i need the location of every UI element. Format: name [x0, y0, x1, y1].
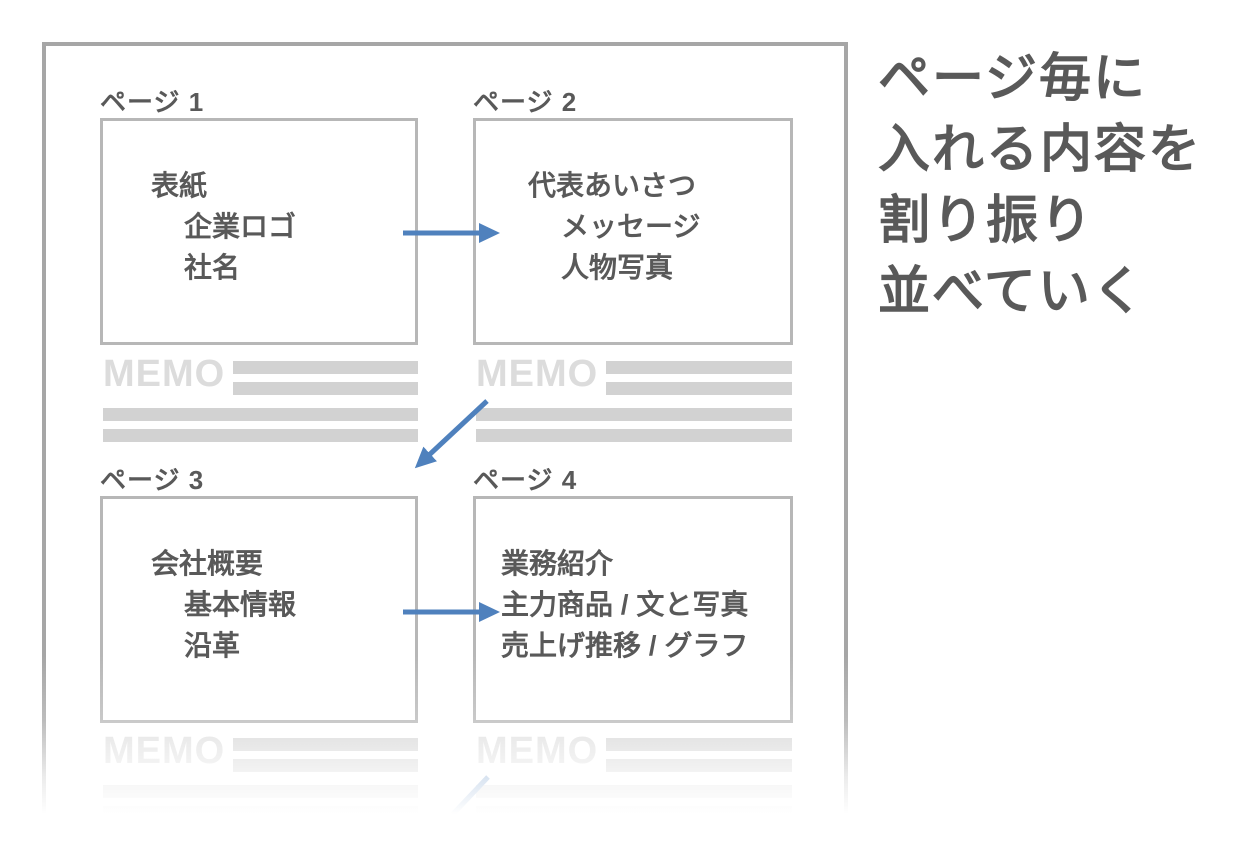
memo-label: MEMO: [103, 353, 226, 395]
page4-content-line: 業務紹介: [501, 548, 614, 579]
memo-line-bar: [103, 429, 418, 442]
memo-line-bar: [103, 785, 418, 798]
page1-box: 表紙 企業ロゴ 社名: [100, 118, 418, 345]
memo-header-row: MEMO: [103, 730, 418, 777]
heading-line: 割り振り: [878, 192, 1095, 250]
memo-label: MEMO: [476, 353, 599, 395]
memo-short-bars: [606, 356, 792, 400]
page1-content-line: 社名: [184, 252, 241, 283]
note-heading: ページ毎に 入れる内容を 割り振り 並べていく: [878, 44, 1202, 328]
page4-title: ページ 4: [473, 465, 578, 495]
arrow-page1-to-page2-icon: [403, 223, 500, 243]
memo-line-bar: [606, 759, 792, 772]
page4-content-line: 主力商品 / 文と写真: [501, 589, 749, 620]
page2-content-line: 代表あいさつ: [528, 170, 697, 201]
memo-header-row: MEMO: [476, 730, 792, 777]
memo-label: MEMO: [103, 730, 226, 772]
page1-content-line: 企業ロゴ: [184, 211, 297, 242]
heading-line: 入れる内容を: [878, 121, 1203, 179]
memo-block-4: MEMO: [476, 730, 792, 819]
memo-short-bars: [606, 733, 792, 777]
memo-line-bar: [233, 759, 418, 772]
memo-line-bar: [476, 429, 792, 442]
memo-block-1: MEMO: [103, 353, 418, 442]
memo-short-bars: [233, 733, 418, 777]
page4-content-line: 売上げ推移 / グラフ: [501, 630, 749, 661]
memo-short-bars: [233, 356, 418, 400]
page3-content-line: 基本情報: [184, 589, 297, 620]
memo-line-bar: [476, 408, 792, 421]
memo-line-bar: [103, 806, 418, 819]
arrow-page2-to-page3-icon: [414, 399, 489, 469]
memo-header-row: MEMO: [103, 353, 418, 400]
page1-content-line: 表紙: [151, 170, 208, 201]
memo-header-row: MEMO: [476, 353, 792, 400]
page4-box: 業務紹介 主力商品 / 文と写真 売上げ推移 / グラフ: [473, 496, 793, 723]
page1-title: ページ 1: [100, 87, 205, 117]
memo-block-2: MEMO: [476, 353, 792, 442]
memo-line-bar: [476, 806, 792, 819]
memo-label: MEMO: [476, 730, 599, 772]
page3-content-line: 会社概要: [151, 548, 264, 579]
memo-line-bar: [233, 738, 418, 751]
arrow-page3-to-page4-icon: [403, 602, 500, 622]
arrow-page4-to-next-icon: [451, 775, 490, 816]
storyboard-frame: [42, 42, 848, 842]
page3-box: 会社概要 基本情報 沿革: [100, 496, 418, 723]
page2-box: 代表あいさつ メッセージ 人物写真: [473, 118, 793, 345]
memo-line-bar: [606, 382, 792, 395]
memo-line-bar: [233, 382, 418, 395]
page3-content-line: 沿革: [184, 630, 241, 661]
page2-content-line: メッセージ: [561, 211, 701, 242]
page2-title: ページ 2: [473, 87, 578, 117]
heading-line: 並べていく: [878, 263, 1146, 321]
page2-content-line: 人物写真: [561, 252, 674, 283]
page3-title: ページ 3: [100, 465, 205, 495]
memo-line-bar: [103, 408, 418, 421]
heading-line: ページ毎に: [878, 50, 1147, 108]
memo-line-bar: [476, 785, 792, 798]
memo-line-bar: [233, 361, 418, 374]
memo-block-3: MEMO: [103, 730, 418, 819]
memo-line-bar: [606, 361, 792, 374]
memo-line-bar: [606, 738, 792, 751]
